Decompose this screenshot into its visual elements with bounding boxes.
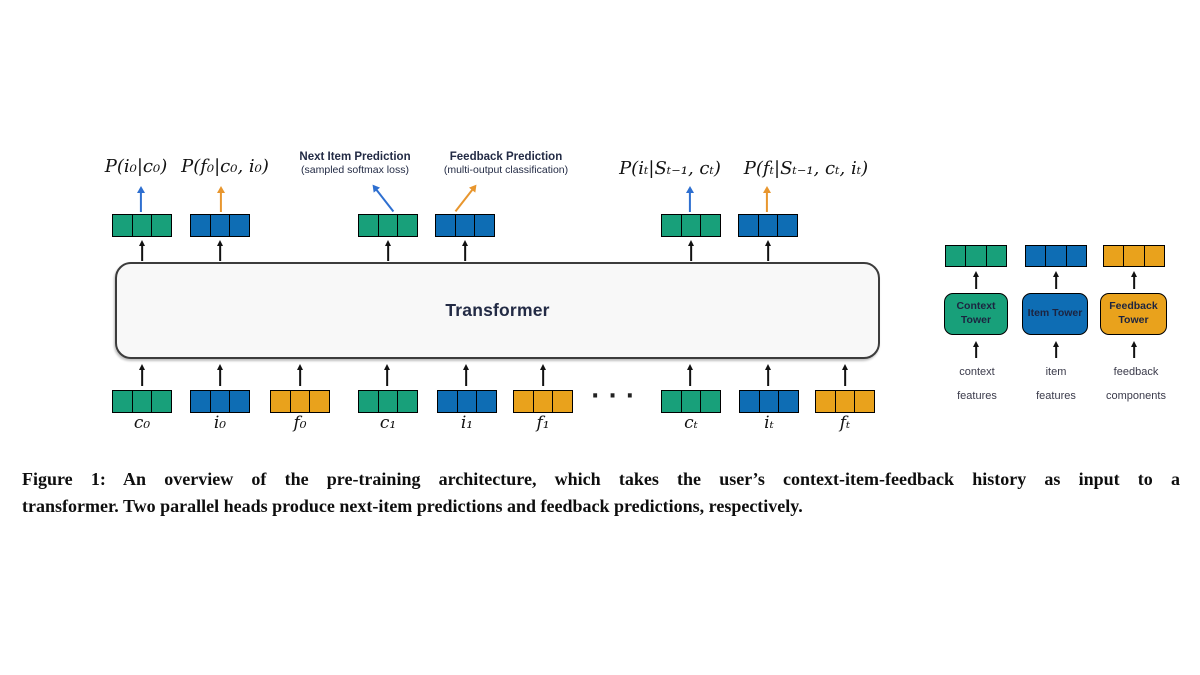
input-label-it: iₜ [764, 413, 774, 433]
blue-up-arrow-icon [136, 186, 146, 212]
figure-caption: Figure 1: An overview of the pre-trainin… [22, 466, 1180, 520]
up-arrow-icon [1052, 341, 1060, 358]
input-token-c1 [358, 390, 418, 413]
item-features-label: item features [1036, 360, 1076, 408]
input-token-it [739, 390, 799, 413]
up-arrow-icon [972, 341, 980, 358]
next-item-head-label: Next Item Prediction (sampled softmax lo… [299, 151, 410, 176]
feedback-head-subtitle: (multi-output classification) [443, 164, 569, 176]
transformer-label: Transformer [445, 300, 550, 320]
up-arrow-icon [462, 364, 470, 386]
up-arrow-icon [686, 364, 694, 386]
up-arrow-icon [764, 240, 772, 261]
prob-label-it: P(iₜ|Sₜ₋₁, cₜ) [619, 158, 721, 179]
up-arrow-icon [296, 364, 304, 386]
context-tower-box: Context Tower [944, 293, 1008, 335]
context-features-line1: context [959, 366, 995, 378]
caption-line-1: Figure 1: An overview of the pre-trainin… [22, 469, 1180, 489]
up-arrow-icon [539, 364, 547, 386]
up-arrow-icon [841, 364, 849, 386]
blue-up-arrow-icon [685, 186, 695, 212]
up-arrow-icon [216, 364, 224, 386]
output-token-item-1 [435, 214, 495, 237]
up-arrow-icon [461, 240, 469, 261]
next-item-head-subtitle: (sampled softmax loss) [301, 164, 409, 176]
item-tower-box: Item Tower [1022, 293, 1088, 335]
item-features-line1: item [1045, 366, 1067, 378]
input-token-f1 [513, 390, 573, 413]
input-label-i0: i₀ [213, 413, 227, 433]
input-token-f0 [270, 390, 330, 413]
feedback-components-line1: feedback [1113, 366, 1159, 378]
input-label-c1: c₁ [379, 413, 397, 433]
context-features-label: context features [957, 360, 997, 408]
prob-label-ft: P(fₜ|Sₜ₋₁, cₜ, iₜ) [743, 158, 869, 179]
output-token-item-t [738, 214, 798, 237]
ellipsis: ··· [590, 384, 644, 409]
up-arrow-icon [138, 364, 146, 386]
orange-up-arrow-icon [216, 186, 226, 212]
prob-label-f0: P(f₀|c₀, i₀) [181, 156, 269, 177]
up-arrow-icon [1130, 341, 1138, 358]
output-token-context-0 [112, 214, 172, 237]
input-token-ft [815, 390, 875, 413]
up-arrow-icon [1052, 271, 1060, 289]
prob-label-i0: P(i₀|c₀) [104, 156, 168, 177]
feedback-components-line2: components [1106, 390, 1166, 402]
up-arrow-icon [216, 240, 224, 261]
blue-diagonal-arrow-icon [369, 182, 398, 215]
input-token-i1 [437, 390, 497, 413]
legend-token-item [1025, 245, 1087, 267]
input-label-ft: fₜ [839, 413, 851, 433]
up-arrow-icon [972, 271, 980, 289]
output-token-context-t [661, 214, 721, 237]
input-label-i1: i₁ [460, 413, 474, 433]
input-token-ct [661, 390, 721, 413]
input-token-c0 [112, 390, 172, 413]
up-arrow-icon [1130, 271, 1138, 289]
context-features-line2: features [957, 390, 997, 402]
up-arrow-icon [687, 240, 695, 261]
input-token-i0 [190, 390, 250, 413]
up-arrow-icon [138, 240, 146, 261]
up-arrow-icon [384, 240, 392, 261]
orange-up-arrow-icon [762, 186, 772, 212]
input-label-f0: f₀ [293, 413, 307, 433]
feedback-components-label: feedback components [1106, 360, 1166, 408]
feedback-tower-box: Feedback Tower [1100, 293, 1167, 335]
input-label-c0: c₀ [133, 413, 151, 433]
input-label-f1: f₁ [536, 413, 550, 433]
transformer-box: Transformer [115, 262, 880, 359]
item-features-line2: features [1036, 390, 1076, 402]
output-token-item-0 [190, 214, 250, 237]
feedback-head-title: Feedback Prediction [449, 151, 563, 163]
next-item-head-title: Next Item Prediction [299, 151, 411, 163]
legend-token-context [945, 245, 1007, 267]
orange-diagonal-arrow-icon [452, 182, 481, 215]
feedback-head-label: Feedback Prediction (multi-output classi… [444, 151, 568, 176]
input-label-ct: cₜ [684, 413, 698, 433]
legend-token-feedback [1103, 245, 1165, 267]
caption-line-2: transformer. Two parallel heads produce … [22, 496, 803, 516]
output-token-context-1 [358, 214, 418, 237]
up-arrow-icon [764, 364, 772, 386]
up-arrow-icon [383, 364, 391, 386]
